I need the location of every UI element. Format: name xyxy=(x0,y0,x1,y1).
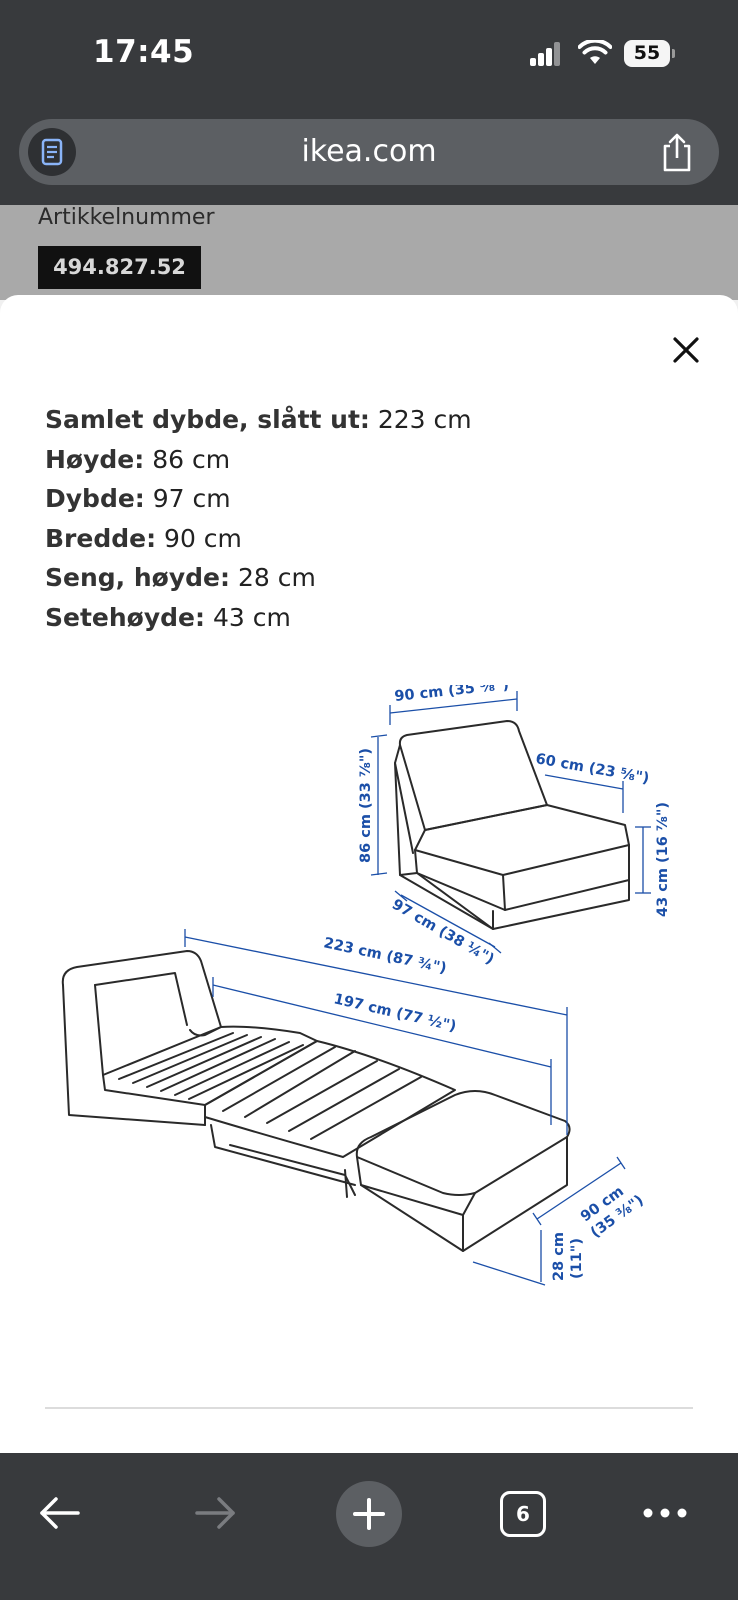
spec-value: 97 cm xyxy=(152,484,231,513)
spec-row: Samlet dybde, slått ut: 223 cm xyxy=(45,400,472,440)
reader-button[interactable] xyxy=(28,128,76,176)
forward-arrow-icon xyxy=(195,1497,235,1529)
spec-label: Dybde: xyxy=(45,484,145,513)
spec-row: Bredde: 90 cm xyxy=(45,519,472,559)
more-icon xyxy=(643,1508,687,1518)
divider xyxy=(45,1407,693,1409)
back-arrow-icon xyxy=(40,1497,80,1529)
forward-button[interactable] xyxy=(185,1483,245,1543)
status-time: 17:45 xyxy=(93,34,195,70)
spec-value: 90 cm xyxy=(164,523,242,553)
url-bar[interactable]: ikea.com xyxy=(19,119,719,185)
more-button[interactable] xyxy=(640,1483,690,1543)
spec-row: Seng, høyde: 28 cm xyxy=(45,558,472,598)
article-number-label: Artikkelnummer xyxy=(38,205,215,230)
spec-value: 223 cm xyxy=(377,405,472,434)
back-button[interactable] xyxy=(30,1483,90,1543)
spec-row: Setehøyde: 43 cm xyxy=(45,598,472,638)
plus-icon xyxy=(353,1498,385,1530)
spec-label: Setehøyde: xyxy=(45,602,205,632)
spec-value: 86 cm xyxy=(152,444,231,474)
share-icon[interactable] xyxy=(657,131,697,173)
battery-level: 55 xyxy=(633,42,661,64)
chair-drawing xyxy=(394,720,630,930)
dim-seat-depth: 60 cm (23 ⅝") xyxy=(534,751,650,787)
url-text[interactable]: ikea.com xyxy=(301,134,437,169)
background-page: Artikkelnummer 494.827.52 xyxy=(0,205,738,300)
new-tab-button[interactable] xyxy=(336,1481,402,1547)
spec-label: Seng, høyde: xyxy=(45,563,230,592)
close-button[interactable] xyxy=(666,330,706,370)
battery-indicator: 55 xyxy=(624,40,675,67)
spec-label: Høyde: xyxy=(45,444,145,474)
spec-value: 28 cm xyxy=(237,563,316,592)
spec-label: Bredde: xyxy=(45,523,157,553)
dim-height: 86 cm (33 ⅞") xyxy=(358,748,374,863)
spec-row: Dybde: 97 cm xyxy=(45,479,472,519)
dim-bed-height: 28 cm xyxy=(551,1232,567,1281)
spec-list: Samlet dybde, slått ut: 223 cm Høyde: 86… xyxy=(45,400,472,637)
dimensions-sheet: Samlet dybde, slått ut: 223 cm Høyde: 86… xyxy=(0,295,738,1455)
browser-toolbar: 6 xyxy=(0,1453,738,1600)
close-icon xyxy=(673,337,699,363)
dimension-diagram: 90 cm (35 ⅜") 60 cm (23 ⅝") 86 cm (33 ⅞"… xyxy=(61,685,671,1286)
dim-bed-height-in: (11") xyxy=(569,1238,585,1279)
spec-label: Samlet dybde, slått ut: xyxy=(45,405,370,434)
spec-row: Høyde: 86 cm xyxy=(45,440,472,480)
cellular-signal-icon xyxy=(530,42,560,66)
reader-icon xyxy=(41,138,63,166)
wifi-icon xyxy=(578,40,612,64)
sofa-bed-drawing xyxy=(61,950,571,1252)
dim-total-depth: 223 cm (87 ¾") xyxy=(322,935,448,977)
article-number-badge: 494.827.52 xyxy=(38,246,201,289)
browser-chrome: 17:45 55 ikea.com xyxy=(0,0,738,205)
dim-seat-height: 43 cm (16 ⅞") xyxy=(655,802,671,917)
tabs-button[interactable]: 6 xyxy=(500,1491,546,1537)
spec-value: 43 cm xyxy=(212,602,291,632)
